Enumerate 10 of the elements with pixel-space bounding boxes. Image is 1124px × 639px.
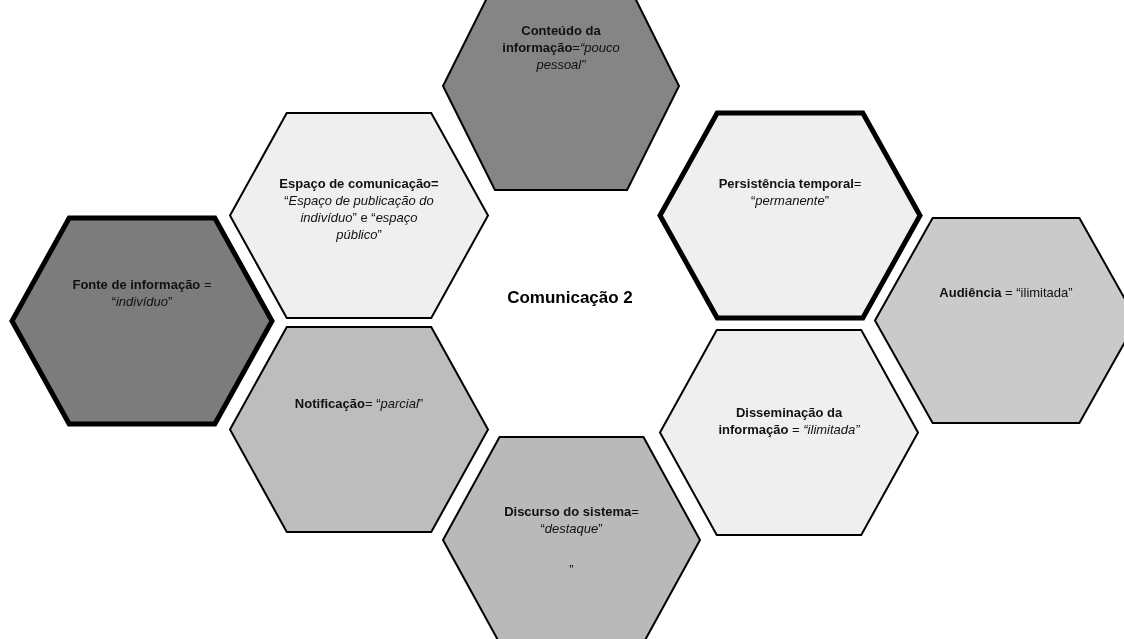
hexagon-text: Fonte de informação = “indivíduo” [71,276,213,310]
hexagon-text: Persistência temporal= “permanente” [717,175,863,209]
hexagon-text: Audiência = “ilimitada” [938,284,1074,301]
quote-mark: ” [568,561,575,578]
hexagon-text: Notificação= “parcial” [293,395,425,412]
hexagon-text: Conteúdo da informação=“pouco pessoal” [501,22,621,73]
center-title: Comunicação 2 [506,288,634,308]
hexagon-text: Espaço de comunicação= “Espaço de publicação do indivíduo” e “espaço público” [278,175,440,243]
hexagon-text: Discurso do sistema= “destaque” [503,503,640,537]
hexagon-text: Disseminação da informação = “ilimitada” [717,404,861,438]
